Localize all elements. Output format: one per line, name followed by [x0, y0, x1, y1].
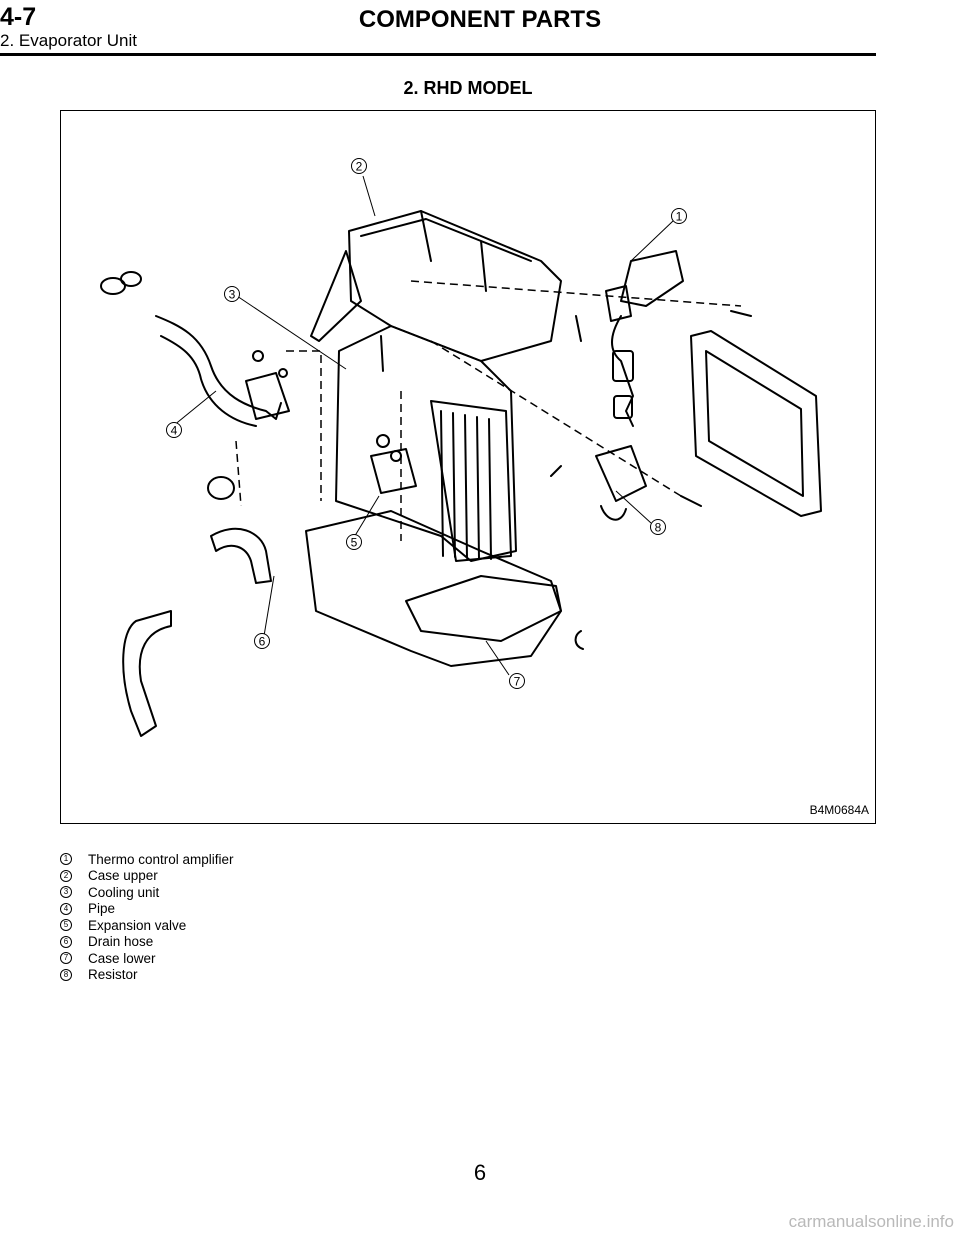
callout-1: 1: [671, 208, 687, 224]
callout-3: 3: [224, 286, 240, 302]
legend-number: 6: [60, 935, 72, 948]
exploded-diagram: 1 2 3 4 5 6 7 8 B4M0684A: [60, 110, 876, 824]
callout-2: 2: [351, 158, 367, 174]
legend-label: Case upper: [88, 868, 158, 884]
screw-shape: [380, 310, 752, 507]
legend-item: 4 Pipe: [60, 901, 234, 918]
page-number: 6: [473, 1160, 487, 1185]
callout-4-label: 4: [171, 424, 178, 438]
legend-item: 8 Resistor: [60, 967, 234, 984]
section-number: 4-7: [0, 3, 37, 31]
legend-number: 8: [60, 968, 72, 981]
legend-number: 4: [60, 902, 72, 915]
legend-item: 2 Case upper: [60, 868, 234, 885]
case-lower-shape: [305, 510, 562, 667]
callout-2-label: 2: [356, 160, 363, 174]
callout-8-label: 8: [655, 521, 662, 535]
legend-label: Cooling unit: [88, 884, 160, 900]
callout-6: 6: [254, 633, 270, 649]
callout-4: 4: [166, 422, 182, 438]
legend-item: 3 Cooling unit: [60, 884, 234, 901]
legend-label: Resistor: [88, 967, 138, 983]
callout-6-label: 6: [259, 635, 266, 649]
watermark: carmanualsonline.info: [788, 1212, 954, 1231]
legend-number: 5: [60, 919, 72, 932]
cooling-unit-shape: [335, 325, 517, 562]
callout-8: 8: [650, 519, 666, 535]
legend-label: Expansion valve: [88, 917, 187, 933]
legend-label: Thermo control amplifier: [88, 851, 234, 867]
legend-number: 7: [60, 952, 72, 965]
legend-number: 2: [60, 869, 72, 882]
callout-7: 7: [509, 673, 525, 689]
exploded-diagram-illustration: 1 2 3 4 5 6 7 8: [100, 158, 822, 737]
seal-frame-right: [690, 330, 822, 517]
legend-item: 6 Drain hose: [60, 934, 234, 951]
legend-label: Drain hose: [88, 934, 154, 950]
callout-5: 5: [346, 534, 362, 550]
legend-label: Pipe: [88, 901, 116, 917]
legend-label: Case lower: [88, 950, 156, 966]
legend-number: 1: [60, 853, 72, 866]
figure-code: B4M0684A: [809, 803, 869, 817]
pipe-shape: [155, 315, 282, 420]
legend-item: 7 Case lower: [60, 950, 234, 967]
subsection-title: 2. Evaporator Unit: [0, 31, 138, 50]
legend-item: 1 Thermo control amplifier: [60, 851, 234, 868]
legend-number: 3: [60, 886, 72, 899]
section-heading: 2. RHD MODEL: [403, 78, 533, 98]
seal-frame-left: [122, 610, 172, 737]
resistor-shape: [595, 445, 647, 502]
callout-5-label: 5: [351, 536, 358, 550]
page-title: COMPONENT PARTS: [358, 6, 602, 33]
legend-item: 5 Expansion valve: [60, 917, 234, 934]
callout-1-label: 1: [676, 210, 683, 224]
drain-hose-shape: [210, 527, 272, 584]
case-upper-shape: [348, 210, 562, 362]
callout-7-label: 7: [514, 675, 521, 689]
amplifier-shape: [620, 250, 684, 307]
callout-3-label: 3: [229, 288, 236, 302]
header-rule: [0, 53, 876, 56]
expansion-valve-shape: [370, 448, 417, 494]
